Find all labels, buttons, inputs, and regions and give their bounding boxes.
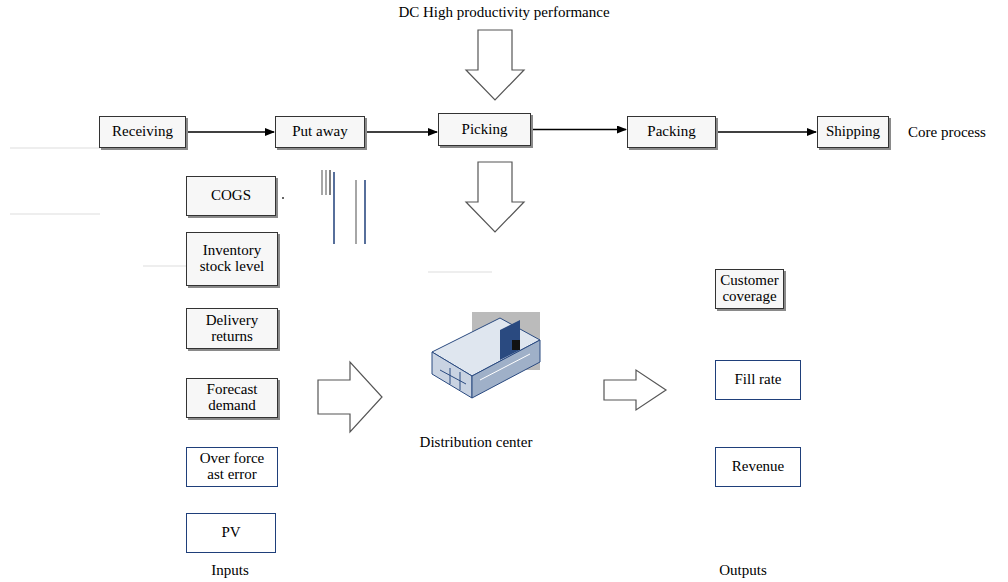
process-box: Customer coverage: [715, 269, 784, 309]
building-icon: [432, 312, 540, 398]
process-box: Shipping: [817, 116, 889, 148]
box-text: Delivery returns: [190, 313, 274, 345]
flow-arrow: [531, 129, 626, 130]
process-box: Picking: [438, 113, 531, 146]
box-text: Put away: [292, 124, 347, 140]
flow-arrow: [186, 131, 274, 132]
flow-arrow: [365, 131, 437, 132]
box-text: Shipping: [826, 124, 880, 140]
process-box: Forecast demand: [186, 378, 278, 418]
flow-arrow: [716, 131, 816, 132]
box-text: Picking: [462, 122, 508, 138]
diagram-title: DC High productivity performance: [398, 4, 609, 21]
box-text: Over force ast error: [190, 451, 274, 483]
process-box: Fill rate: [715, 360, 801, 400]
process-box: Packing: [627, 116, 716, 148]
diagram-label: Inputs: [211, 562, 249, 579]
box-text: COGS: [211, 188, 251, 204]
big-right-arrow: [604, 370, 666, 410]
diagram-label: Distribution center: [420, 434, 533, 451]
process-box: COGS: [186, 176, 276, 216]
box-text: Fill rate: [734, 372, 781, 388]
big-down-arrow: [466, 30, 524, 100]
box-text: Forecast demand: [190, 382, 274, 414]
process-box: Inventory stock level: [186, 232, 278, 286]
box-text: Packing: [647, 124, 695, 140]
box-text: PV: [221, 525, 240, 541]
box-text: Inventory stock level: [190, 243, 274, 275]
diagram-label: Core process: [908, 124, 986, 141]
big-right-arrow: [318, 362, 382, 432]
process-box: Over force ast error: [186, 447, 278, 487]
box-text: Receiving: [112, 124, 173, 140]
diagram-label: Outputs: [719, 562, 767, 579]
process-box: Revenue: [715, 447, 801, 487]
process-box: PV: [186, 513, 276, 553]
big-down-arrow: [466, 162, 524, 232]
process-box: Receiving: [99, 116, 186, 148]
process-box: Put away: [275, 116, 365, 148]
box-text: Revenue: [732, 459, 784, 475]
box-text: Customer coverage: [719, 273, 780, 305]
process-box: Delivery returns: [186, 308, 278, 349]
